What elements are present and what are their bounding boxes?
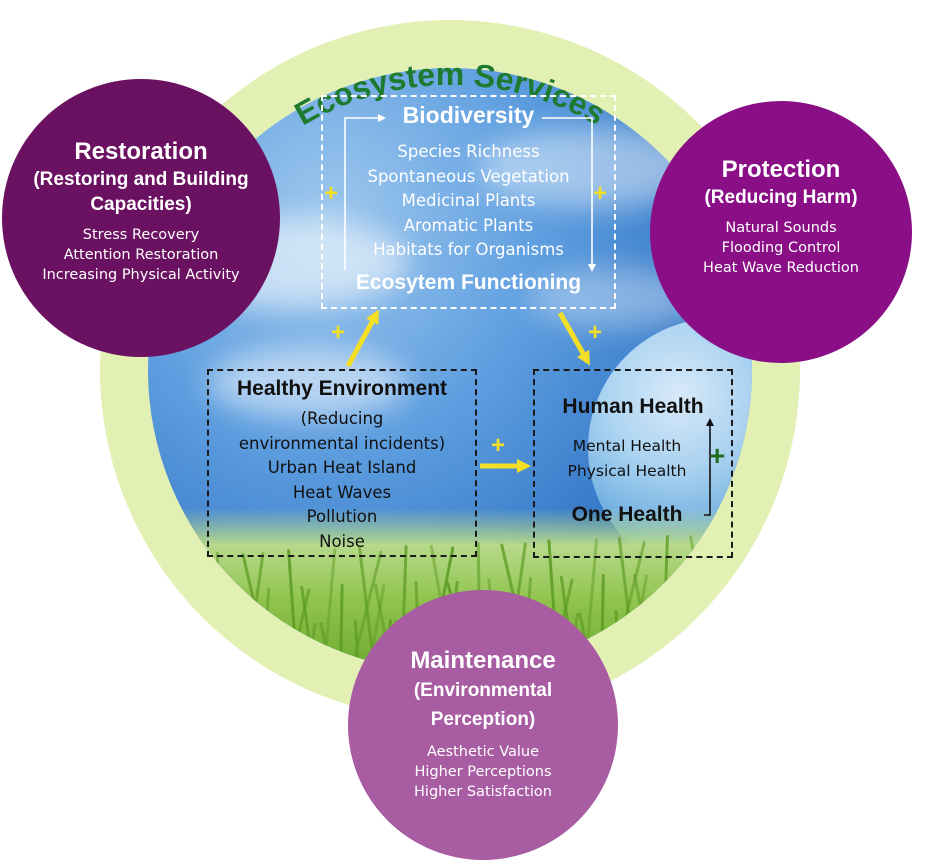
maintenance-circle: Maintenance (Environmental Perception) A… <box>348 590 618 860</box>
list-item: Pollution <box>306 507 378 526</box>
protection-circle: Protection (Reducing Harm) Natural Sound… <box>650 101 912 363</box>
list-item: Habitats for Organisms <box>373 240 564 259</box>
list-item: Higher Perceptions <box>414 764 552 780</box>
list-item: (Reducing <box>300 409 384 428</box>
list-item: Flooding Control <box>721 240 841 256</box>
healthy-environment-list: (Reducing environmental incidents) Urban… <box>209 407 475 554</box>
restoration-circle: Restoration (Restoring and Building Capa… <box>2 79 280 357</box>
biodiversity-list: Species Richness Spontaneous Vegetation … <box>323 140 614 263</box>
human-health-list: Mental Health Physical Health <box>553 434 701 484</box>
plus-sign: + <box>593 180 608 207</box>
grass-blade <box>278 623 282 672</box>
list-item: Increasing Physical Activity <box>42 267 240 283</box>
list-item: Aesthetic Value <box>426 744 540 760</box>
healthy-environment-heading: Healthy Environment <box>236 377 448 400</box>
arrow-ecosystem-to-health <box>557 311 591 366</box>
protection-subheading: (Reducing Harm) <box>704 187 858 208</box>
list-item: Aromatic Plants <box>403 215 534 235</box>
list-item: environmental incidents) <box>238 433 446 453</box>
one-health-label: One Health <box>571 503 683 526</box>
one-health-arrow <box>704 418 714 516</box>
cloud <box>208 348 408 418</box>
list-item: Heat Waves <box>292 482 392 502</box>
arrow-environment-to-ecosystem <box>345 309 380 368</box>
list-item: Heat Wave Reduction <box>703 260 859 276</box>
restoration-subheading: (Restoring and Building Capacities) <box>33 169 249 215</box>
list-item: Mental Health <box>572 437 682 455</box>
list-item: Attention Restoration <box>63 247 219 263</box>
list-item: Natural Sounds <box>725 220 837 236</box>
ecosystem-functioning-label: Ecosytem Functioning <box>355 271 582 294</box>
plus-sign: + <box>588 319 603 346</box>
list-item: Higher Satisfaction <box>414 784 552 800</box>
plus-sign: + <box>709 440 726 471</box>
list-item: Physical Health <box>567 462 687 480</box>
biodiversity-heading: Biodiversity <box>402 102 535 128</box>
plus-sign: + <box>324 180 339 207</box>
list-item: Noise <box>319 531 365 551</box>
plus-sign: + <box>331 319 346 346</box>
list-item: Medicinal Plants <box>401 191 536 210</box>
loop-arrow-right <box>542 117 596 272</box>
human-health-box: Human Health Mental Health Physical Heal… <box>533 369 733 558</box>
protection-heading: Protection <box>721 156 841 183</box>
plus-sign: + <box>491 432 506 459</box>
list-item: Urban Heat Island <box>267 458 417 477</box>
biodiversity-box: Biodiversity Species Richness Spontaneou… <box>321 95 616 309</box>
list-item: Spontaneous Vegetation <box>367 166 570 186</box>
maintenance-subheading: (Environmental Perception) <box>413 680 553 730</box>
list-item: Stress Recovery <box>82 227 200 243</box>
human-health-heading: Human Health <box>562 395 704 418</box>
healthy-environment-box: Healthy Environment (Reducing environmen… <box>207 369 477 557</box>
list-item: Species Richness <box>397 142 540 161</box>
maintenance-heading: Maintenance <box>410 647 556 674</box>
loop-arrow-left <box>344 114 386 270</box>
restoration-heading: Restoration <box>74 138 208 165</box>
